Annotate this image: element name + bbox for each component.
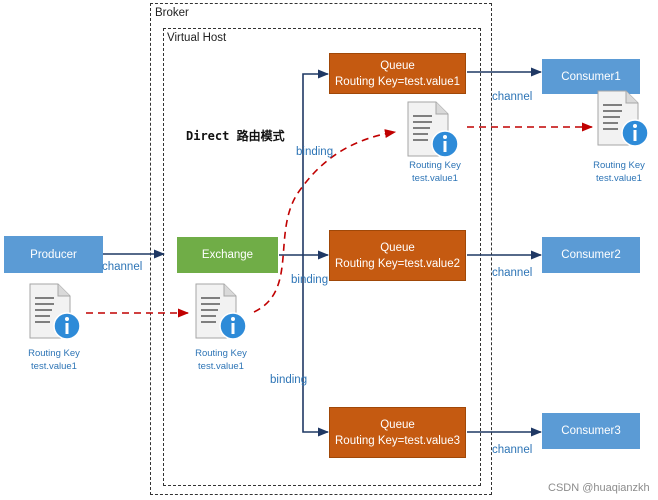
queue2-routing-key: Routing Key=test.value2 [335, 257, 460, 270]
channel-label-consumer2: channel [492, 267, 533, 279]
producer-box: Producer [4, 236, 103, 273]
message-caption-line1: Routing Key [409, 160, 461, 171]
message-caption-exchange: Routing Key test.value1 [181, 347, 261, 373]
binding-label-queue2: binding [291, 274, 329, 286]
queue1-title: Queue [380, 59, 415, 72]
message-caption-line2: test.value1 [412, 173, 458, 184]
diagram-title: Direct 路由模式 [186, 129, 285, 143]
queue1-routing-key: Routing Key=test.value1 [335, 75, 460, 88]
queue3-title: Queue [380, 418, 415, 431]
document-info-icon [407, 101, 459, 158]
message-caption-line2: test.value1 [198, 361, 244, 372]
document-info-icon [29, 283, 81, 340]
exchange-label: Exchange [201, 249, 254, 261]
binding-to-queue1-arrow [302, 69, 330, 255]
exchange-box: Exchange [177, 237, 278, 273]
document-info-icon [597, 90, 649, 147]
broker-label: Broker [155, 7, 189, 19]
binding-to-queue3-arrow [302, 255, 330, 437]
consumer1-label: Consumer1 [561, 70, 621, 83]
virtual-host-label: Virtual Host [167, 32, 227, 44]
message-caption-line2: test.value1 [596, 173, 642, 184]
message-caption-consumer1: Routing Key test.value1 [580, 159, 658, 185]
broker-frame [150, 3, 492, 495]
message-caption-line2: test.value1 [31, 361, 77, 372]
binding-label-queue1: binding [296, 146, 334, 158]
message-caption-line1: Routing Key [195, 348, 247, 359]
producer-label: Producer [30, 248, 77, 261]
consumer2-label: Consumer2 [561, 249, 621, 261]
message-flow-exchange-to-queue1 [253, 129, 397, 313]
queue3-routing-key: Routing Key=test.value3 [335, 434, 460, 447]
watermark: CSDN @huaqianzkh [548, 482, 650, 494]
consumer2-box: Consumer2 [542, 237, 640, 273]
queue2-title: Queue [380, 241, 415, 254]
binding-label-queue3: binding [270, 374, 308, 386]
channel-label-consumer1: channel [492, 91, 533, 103]
consumer3-label: Consumer3 [561, 425, 621, 437]
consumer3-box: Consumer3 [542, 413, 640, 449]
document-info-icon [195, 283, 247, 340]
queue1-box: Queue Routing Key=test.value1 [329, 53, 466, 94]
message-caption-queue1: Routing Key test.value1 [394, 159, 476, 185]
message-caption-producer: Routing Key test.value1 [14, 347, 94, 373]
consumer1-box: Consumer1 [542, 59, 640, 94]
channel-label-consumer3: channel [492, 444, 533, 456]
message-caption-line1: Routing Key [28, 348, 80, 359]
message-caption-line1: Routing Key [593, 160, 645, 171]
queue2-box: Queue Routing Key=test.value2 [329, 230, 466, 281]
channel-label-producer: channel [102, 261, 143, 273]
queue3-box: Queue Routing Key=test.value3 [329, 407, 466, 458]
